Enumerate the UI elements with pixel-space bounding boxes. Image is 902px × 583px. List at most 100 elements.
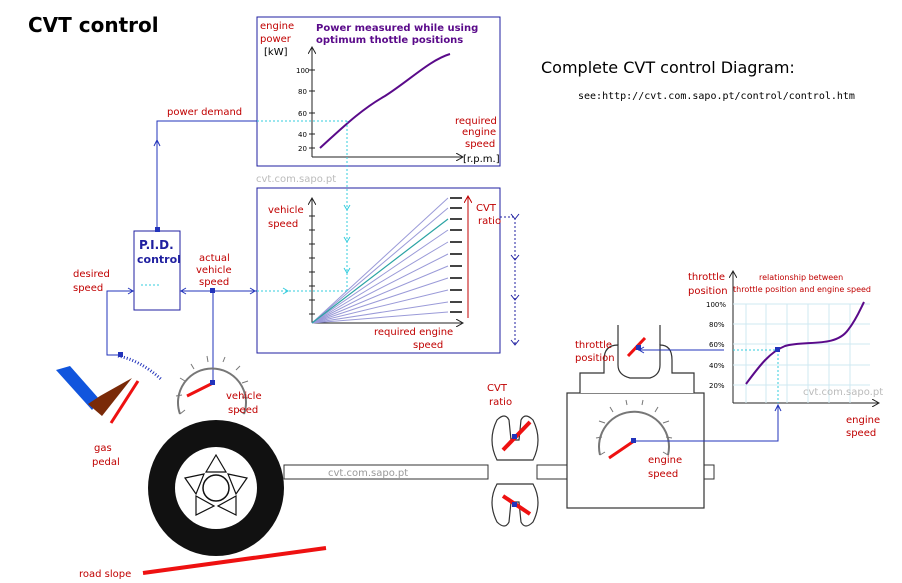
speed-ratio-chart: vehicle speed <box>256 185 501 354</box>
throttle-chart: throttle position relationship between t… <box>688 272 883 439</box>
gas-pedal-label-1: gas <box>94 443 112 454</box>
ratio-lines <box>311 197 449 324</box>
ratio-link-arrows <box>510 213 520 346</box>
cvt-pulley-lower <box>491 483 539 527</box>
throttle-gridlines <box>733 303 870 403</box>
actual-label-2: vehicle <box>196 265 232 276</box>
cvt-unit: CVT ratio <box>487 383 539 527</box>
watermark-top: cvt.com.sapo.pt <box>256 174 336 185</box>
desired-speed-arrow <box>127 287 134 295</box>
throttle-ytick-20: 20% <box>709 382 725 390</box>
power-ytick-20: 20 <box>298 145 307 153</box>
speedometer-hub <box>210 380 215 385</box>
throttle-command-arrow <box>638 346 645 354</box>
wheel-hub <box>202 474 230 502</box>
throttle-ytick-60: 60% <box>709 341 725 349</box>
speedometer: vehicle speed <box>175 355 262 416</box>
power-xunit: [r.p.m.] <box>463 154 500 165</box>
throttle-chart-title-1: relationship between <box>759 273 843 282</box>
actual-speed-node <box>210 288 215 293</box>
diagram-heading: Complete CVT control Diagram: <box>541 58 795 77</box>
speed-ratio-label-1: CVT <box>476 203 497 214</box>
power-ytick-60: 60 <box>298 110 307 118</box>
pid-box <box>133 230 181 311</box>
power-chart-frame <box>256 16 501 167</box>
power-chart-title-1: Power measured while using <box>316 23 478 34</box>
reference-link[interactable]: see:http://cvt.com.sapo.pt/control/contr… <box>578 91 855 102</box>
speed-guide-arrows <box>343 204 351 274</box>
throttle-xlabel-2: speed <box>846 428 876 439</box>
drive-wheel <box>148 420 284 556</box>
engine-speed-link <box>634 405 779 442</box>
driver-leg <box>56 366 100 410</box>
throttle-ylabel-2: position <box>688 286 728 297</box>
rim-spokes <box>183 453 249 516</box>
power-demand-link <box>156 120 257 231</box>
desired-label-1: desired <box>73 269 110 280</box>
speedometer-ticks <box>175 355 249 415</box>
page-title: CVT control <box>28 13 159 37</box>
pid-controller: P.I.D. control <box>133 230 181 311</box>
throttle-ytick-100: 100% <box>706 301 726 309</box>
tachometer-needle <box>608 439 635 460</box>
power-chart: engine power [kW] Power measured while u… <box>256 16 501 185</box>
throttle-chart-title-2: throttle position and engine speed <box>733 285 871 294</box>
gas-pedal[interactable] <box>109 380 140 424</box>
throttle-xlabel-1: engine <box>846 415 880 426</box>
tachometer-hub <box>631 438 636 443</box>
cvt-ratio-label-2: ratio <box>489 397 512 408</box>
throttle-ytick-80: 80% <box>709 321 725 329</box>
cvt-node-upper <box>512 434 517 439</box>
power-y-ticks <box>309 69 315 149</box>
ratio-scale-ticks <box>450 197 462 313</box>
speed-xlabel-2: speed <box>413 340 443 351</box>
desired-label-2: speed <box>73 283 103 294</box>
gas-pedal-label-2: pedal <box>92 457 120 468</box>
throttle-ytick-40: 40% <box>709 362 725 370</box>
cvt-output-shaft <box>536 464 568 480</box>
speed-ylabel-1: vehicle <box>268 205 304 216</box>
watermark-throttle: cvt.com.sapo.pt <box>803 387 883 398</box>
power-ytick-40: 40 <box>298 131 307 139</box>
intake-pipe <box>617 325 661 345</box>
power-demand-node <box>155 227 160 232</box>
watermark-shaft: cvt.com.sapo.pt <box>328 468 408 479</box>
driver-shoe <box>88 378 132 416</box>
vehicle-speed-label-1: vehicle <box>226 391 262 402</box>
power-ytick-100: 100 <box>296 67 309 75</box>
engine-speed-label-1: engine <box>648 455 682 466</box>
pid-label-2: control <box>137 253 181 266</box>
pedal-sensor-node <box>118 352 123 357</box>
throttle-node <box>636 345 641 350</box>
cvt-node-lower <box>512 502 517 507</box>
power-xlabel-3: speed <box>465 139 495 150</box>
power-xlabel-2: engine <box>462 127 496 138</box>
gas-pedal-assembly: gas pedal <box>56 352 164 468</box>
throttle-position-label-2: position <box>575 353 615 364</box>
power-chart-title-2: optimum thottle positions <box>316 35 463 46</box>
power-xlabel-1: required <box>455 116 497 127</box>
throttle-operating-point <box>775 347 780 352</box>
desired-speed-link <box>106 290 134 356</box>
tachometer-ticks <box>595 399 673 456</box>
speedometer-needle <box>186 381 214 398</box>
road-slope-line <box>142 546 327 575</box>
speed-guide-arrowhead <box>282 287 289 295</box>
engine-speed-arrow <box>774 403 782 412</box>
engine: throttle position engine speed <box>566 325 705 509</box>
drive-shaft <box>283 464 489 480</box>
road-slope-label: road slope <box>79 569 131 580</box>
power-demand-arrow <box>153 138 161 147</box>
vehicle-speed-label-2: speed <box>228 405 258 416</box>
actual-label-3: speed <box>199 277 229 288</box>
throttle-position-label-1: throttle <box>575 340 612 351</box>
actual-speed-arrows <box>180 287 256 295</box>
speed-ratio-label-2: ratio <box>478 216 501 227</box>
throttle-body <box>579 344 695 393</box>
power-ylabel-2: power <box>260 34 292 45</box>
speed-ylabel-2: speed <box>268 219 298 230</box>
speed-y-ticks <box>309 215 315 315</box>
power-ylabel-1: engine <box>260 21 294 32</box>
power-ytick-80: 80 <box>298 88 307 96</box>
